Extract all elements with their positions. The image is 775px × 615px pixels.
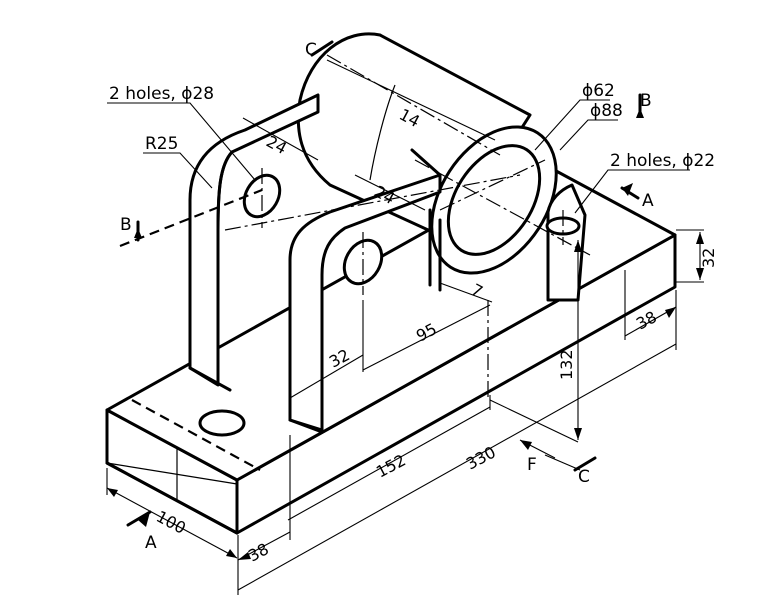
- section-label-c-bottom: C: [578, 467, 590, 487]
- section-mark-a-top-line: [620, 186, 640, 200]
- section-label-c-top: C: [305, 40, 317, 60]
- section-label-a-top: A: [642, 191, 654, 211]
- base-top-face: [105, 163, 677, 482]
- leader-r25: [143, 152, 213, 189]
- section-label-b-top: B: [640, 91, 652, 111]
- center-lines: [224, 54, 591, 400]
- middle-support: [288, 148, 442, 434]
- section-label-a-bottom: A: [145, 533, 157, 553]
- leaders: [107, 99, 690, 214]
- callout-dia-62: ϕ62: [582, 81, 615, 101]
- base-plate: [105, 163, 677, 535]
- dimension-lines: [106, 59, 704, 595]
- leader-dia-88: [559, 119, 618, 151]
- section-plane-b: [119, 188, 263, 248]
- section-plane-a: [131, 399, 261, 471]
- dim-38-bottom: 38: [245, 539, 272, 565]
- view-label-f: F: [527, 455, 537, 475]
- callout-holes-22: 2 holes, ϕ22: [610, 151, 715, 171]
- dim-132: 132: [557, 349, 576, 380]
- hole-22-left: [198, 409, 246, 437]
- base-front-face-line: [106, 462, 238, 485]
- section-mark-a-bottom-line: [126, 510, 152, 527]
- callout-holes-28: 2 holes, ϕ28: [109, 84, 214, 104]
- section-mark-c-top-line: [310, 40, 334, 57]
- section-label-b-left: B: [120, 215, 132, 235]
- middle-rib-front: [288, 173, 442, 432]
- leader-dia-62: [534, 99, 610, 151]
- callout-radius: R25: [145, 134, 178, 154]
- callout-dia-88: ϕ88: [590, 101, 623, 121]
- dim-32-right: 32: [699, 248, 718, 268]
- leader-holes-28: [107, 102, 256, 181]
- leader-holes-22: [574, 169, 690, 214]
- dim-100: 100: [153, 507, 189, 538]
- section-mark-c-bottom-line: [573, 456, 597, 472]
